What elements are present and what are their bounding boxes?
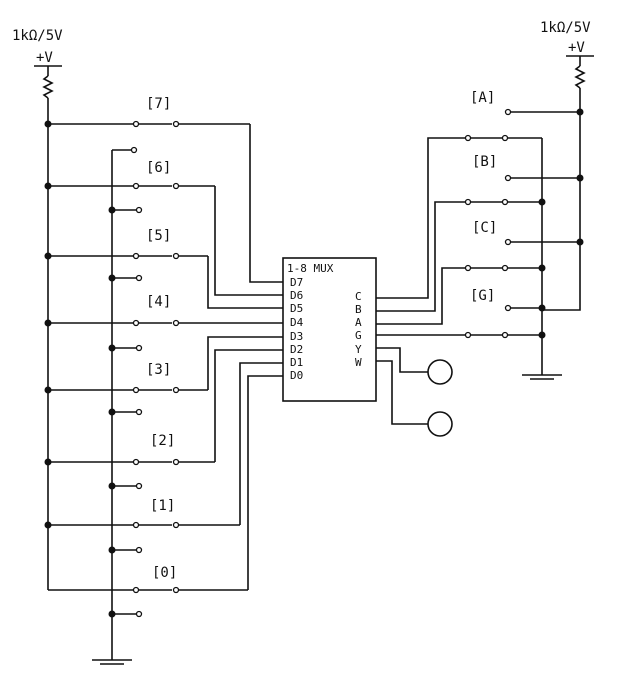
mux-title: 1-8 MUX	[287, 262, 334, 275]
mux-pin-b: B	[355, 303, 362, 316]
switch-label-6: [6]	[146, 160, 171, 176]
mux-pin-a: A	[355, 316, 362, 329]
right-pullup-resistor	[566, 55, 594, 89]
switch-label-7: [7]	[146, 96, 171, 112]
mux-pin-y: Y	[355, 343, 362, 356]
switch-label-5: [5]	[146, 228, 171, 244]
mux-pin-d1: D1	[290, 356, 303, 369]
mux-pin-c: C	[355, 290, 362, 303]
switch-label-1: [1]	[150, 498, 175, 514]
data-switch-3[interactable]: [3]	[44, 336, 284, 416]
select-switch-g[interactable]: [G]	[376, 288, 546, 339]
switch-label-4: [4]	[146, 294, 171, 310]
right-supply-rating: 1kΩ/5V	[540, 20, 591, 36]
data-switch-1[interactable]: [1]	[44, 362, 284, 554]
select-switch-c[interactable]: [C]	[376, 220, 584, 325]
data-switch-7[interactable]: [7]	[44, 96, 284, 283]
mux-pin-d7: D7	[290, 276, 303, 289]
data-switch-0[interactable]: [0]	[48, 375, 283, 618]
left-pullup-resistor	[34, 65, 62, 99]
mux-chip: 1-8 MUX D7 D6 D5 D4 D3 D2 D1 D0 C B A G …	[282, 257, 377, 402]
switch-label-2: [2]	[150, 433, 175, 449]
left-ground-symbol	[92, 659, 132, 665]
mux-pin-g: G	[355, 329, 362, 342]
output-y-lamp	[427, 359, 453, 385]
select-label-b: [B]	[472, 154, 497, 170]
select-switch-b[interactable]: [B]	[376, 154, 584, 312]
mux-pin-d2: D2	[290, 343, 303, 356]
mux-pin-d4: D4	[290, 316, 304, 329]
right-supply-bus	[542, 88, 581, 311]
right-ground-symbol	[522, 374, 562, 380]
select-label-g: [G]	[470, 288, 495, 304]
mux-pin-d5: D5	[290, 302, 303, 315]
switch-label-3: [3]	[146, 362, 171, 378]
data-switch-6[interactable]: [6]	[44, 160, 284, 296]
data-switch-4[interactable]: [4]	[44, 294, 284, 352]
select-label-c: [C]	[472, 220, 497, 236]
left-supply-rail-label: +V	[36, 50, 53, 66]
data-switch-2[interactable]: [2]	[44, 349, 284, 490]
data-switch-5[interactable]: [5]	[44, 228, 284, 309]
right-supply-rail-label: +V	[568, 40, 585, 56]
output-w-probe	[376, 360, 453, 437]
select-switch-a[interactable]: [A]	[376, 90, 584, 299]
left-supply-rating: 1kΩ/5V	[12, 28, 63, 44]
mux-pin-w: W	[355, 356, 362, 369]
mux-pin-d0: D0	[290, 369, 303, 382]
output-w-lamp	[427, 411, 453, 437]
switch-label-0: [0]	[152, 565, 177, 581]
select-label-a: [A]	[470, 90, 495, 106]
mux-pin-d6: D6	[290, 289, 303, 302]
output-y-probe	[376, 347, 453, 385]
mux-pin-d3: D3	[290, 330, 303, 343]
